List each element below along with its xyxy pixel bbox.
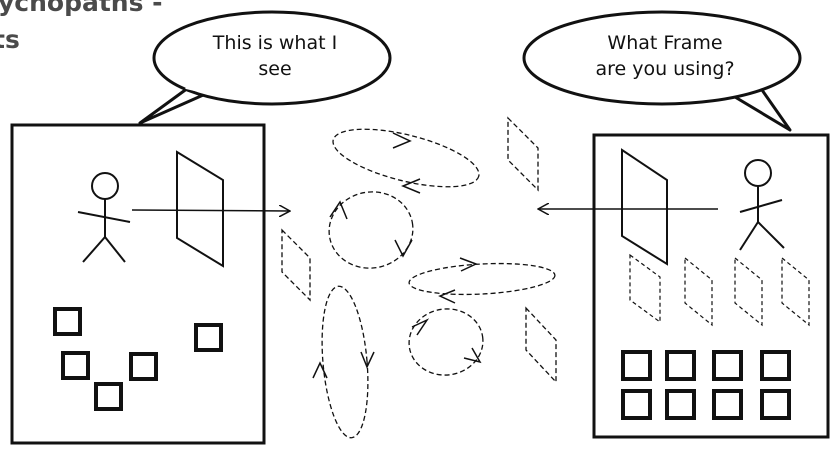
squares-right [623, 352, 789, 418]
square-icon [762, 391, 789, 418]
bubble-left-text: This is what I see [190, 30, 360, 82]
square-icon [714, 352, 741, 379]
frame-icon [282, 230, 310, 300]
square-icon [96, 384, 121, 409]
stick-figure-icon [740, 160, 784, 250]
square-icon [623, 352, 650, 379]
frame-icon [685, 258, 712, 325]
frame-icon [735, 258, 762, 325]
arrowhead-icon [464, 348, 480, 362]
arrow-icon [132, 210, 290, 211]
heading-line-1: ychopaths - [0, 0, 163, 18]
stick-figure-icon [78, 173, 130, 262]
square-icon [196, 325, 221, 350]
square-icon [623, 391, 650, 418]
arrowhead-icon [440, 290, 455, 303]
heading-line-2: ts [0, 25, 20, 55]
square-icon [762, 352, 789, 379]
frame-icon [782, 258, 809, 325]
square-icon [131, 354, 156, 379]
arrowhead-icon [412, 320, 427, 335]
square-icon [714, 391, 741, 418]
frame-icon [526, 308, 556, 382]
orbit-ellipse [328, 118, 485, 199]
frame-icon [622, 150, 667, 264]
frame-icon [508, 118, 538, 190]
square-icon [63, 353, 88, 378]
observer-box-left [12, 125, 264, 443]
frame-icon [630, 255, 660, 322]
bubble-right-line-1: What Frame [565, 30, 765, 56]
orbit-ellipse [408, 260, 555, 298]
squares-left [55, 309, 221, 409]
frame-icon [177, 152, 223, 266]
bubble-left-line-2: see [190, 56, 360, 82]
bubble-right-text: What Frame are you using? [565, 30, 765, 82]
square-icon [667, 391, 694, 418]
bubble-left-line-1: This is what I [190, 30, 360, 56]
dashed-frames-right [630, 255, 809, 325]
orbit-ellipse [405, 304, 487, 380]
bubble-right-line-2: are you using? [565, 56, 765, 82]
arrowhead-icon [403, 179, 420, 193]
orbit-ellipse [323, 185, 419, 274]
dashed-orbits [282, 118, 556, 440]
square-icon [55, 309, 80, 334]
square-icon [667, 352, 694, 379]
